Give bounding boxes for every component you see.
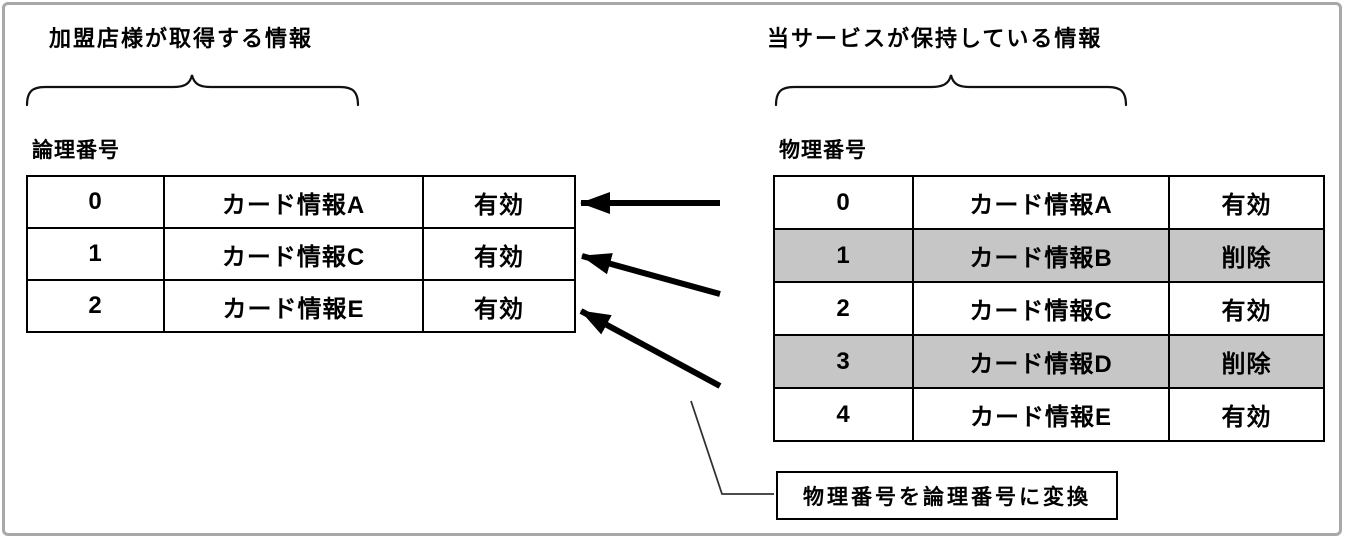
card-info-cell: カード情報C <box>912 281 1170 336</box>
status-cell: 削除 <box>1168 334 1325 389</box>
diagram-frame: 加盟店様が取得する情報 論理番号 0 カード情報A 有効 1 カード情報C 有効 <box>2 2 1342 536</box>
callout-leader-line <box>690 400 774 495</box>
row-number-cell: 2 <box>773 281 914 336</box>
status-cell: 有効 <box>422 279 576 333</box>
physical-number-table: 0 カード情報A 有効 1 カード情報B 削除 2 カード情報C 有効 <box>773 175 1325 442</box>
card-info-cell: カード情報D <box>912 334 1170 389</box>
physical-table-row: 3 カード情報D 削除 <box>773 334 1325 389</box>
row-number-cell: 0 <box>773 175 914 230</box>
callout-label: 物理番号を論理番号に変換 <box>803 485 1091 509</box>
right-overbrace <box>774 74 1128 107</box>
status-cell: 削除 <box>1168 228 1325 283</box>
physical-table-row: 1 カード情報B 削除 <box>773 228 1325 283</box>
status-cell: 有効 <box>1168 281 1325 336</box>
status-cell: 有効 <box>1168 175 1325 230</box>
card-info-cell: カード情報E <box>912 387 1170 442</box>
status-cell: 有効 <box>1168 387 1325 442</box>
card-info-cell: カード情報A <box>163 175 424 229</box>
left-overbrace <box>25 74 360 107</box>
row-number-cell: 2 <box>26 279 165 333</box>
logical-table-row: 2 カード情報E 有効 <box>26 279 576 333</box>
physical-table-row: 0 カード情報A 有効 <box>773 175 1325 230</box>
status-cell: 有効 <box>422 227 576 281</box>
row-number-cell: 1 <box>26 227 165 281</box>
physical-table-row: 4 カード情報E 有効 <box>773 387 1325 442</box>
status-cell: 有効 <box>422 175 576 229</box>
logical-number-table: 0 カード情報A 有効 1 カード情報C 有効 2 カード情報E 有効 <box>26 175 576 333</box>
callout-box: 物理番号を論理番号に変換 <box>776 471 1118 520</box>
logical-table-row: 1 カード情報C 有効 <box>26 227 576 281</box>
card-info-cell: カード情報C <box>163 227 424 281</box>
mapping-arrow-2 <box>579 308 722 389</box>
logical-number-label: 論理番号 <box>32 139 120 162</box>
physical-number-label: 物理番号 <box>779 139 867 162</box>
row-number-cell: 3 <box>773 334 914 389</box>
physical-table-row: 2 カード情報C 有効 <box>773 281 1325 336</box>
mapping-arrow-1 <box>581 253 721 297</box>
card-info-cell: カード情報B <box>912 228 1170 283</box>
logical-table-row: 0 カード情報A 有効 <box>26 175 576 229</box>
card-info-cell: カード情報A <box>912 175 1170 230</box>
card-info-cell: カード情報E <box>163 279 424 333</box>
row-number-cell: 0 <box>26 175 165 229</box>
left-section-header: 加盟店様が取得する情報 <box>49 26 314 51</box>
right-section-header: 当サービスが保持している情報 <box>767 26 1103 51</box>
row-number-cell: 1 <box>773 228 914 283</box>
row-number-cell: 4 <box>773 387 914 442</box>
